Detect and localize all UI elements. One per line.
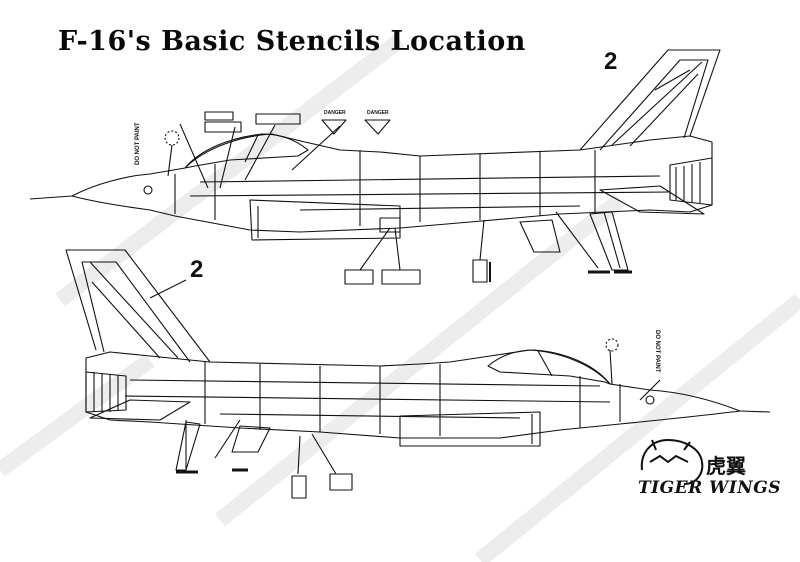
- do-not-paint-label-upper: DO NOT PAINT: [135, 122, 141, 165]
- brand-cjk: 虎翼: [706, 454, 746, 478]
- aircraft-side-view-lower: [65, 249, 771, 499]
- callout-number-lower: 2: [190, 256, 204, 283]
- page-title: F-16's Basic Stencils Location: [58, 26, 526, 57]
- aircraft-side-view-upper: [29, 49, 721, 285]
- do-not-paint-label-lower: DO NOT PAINT: [654, 330, 660, 373]
- brand-name: TIGER WINGS: [638, 478, 782, 498]
- danger-label-2: DANGER: [367, 110, 389, 116]
- tiger-logo-icon: [640, 438, 704, 485]
- watermark: [0, 33, 800, 562]
- callout-number-upper: 2: [604, 48, 618, 75]
- danger-label-1: DANGER: [324, 110, 346, 116]
